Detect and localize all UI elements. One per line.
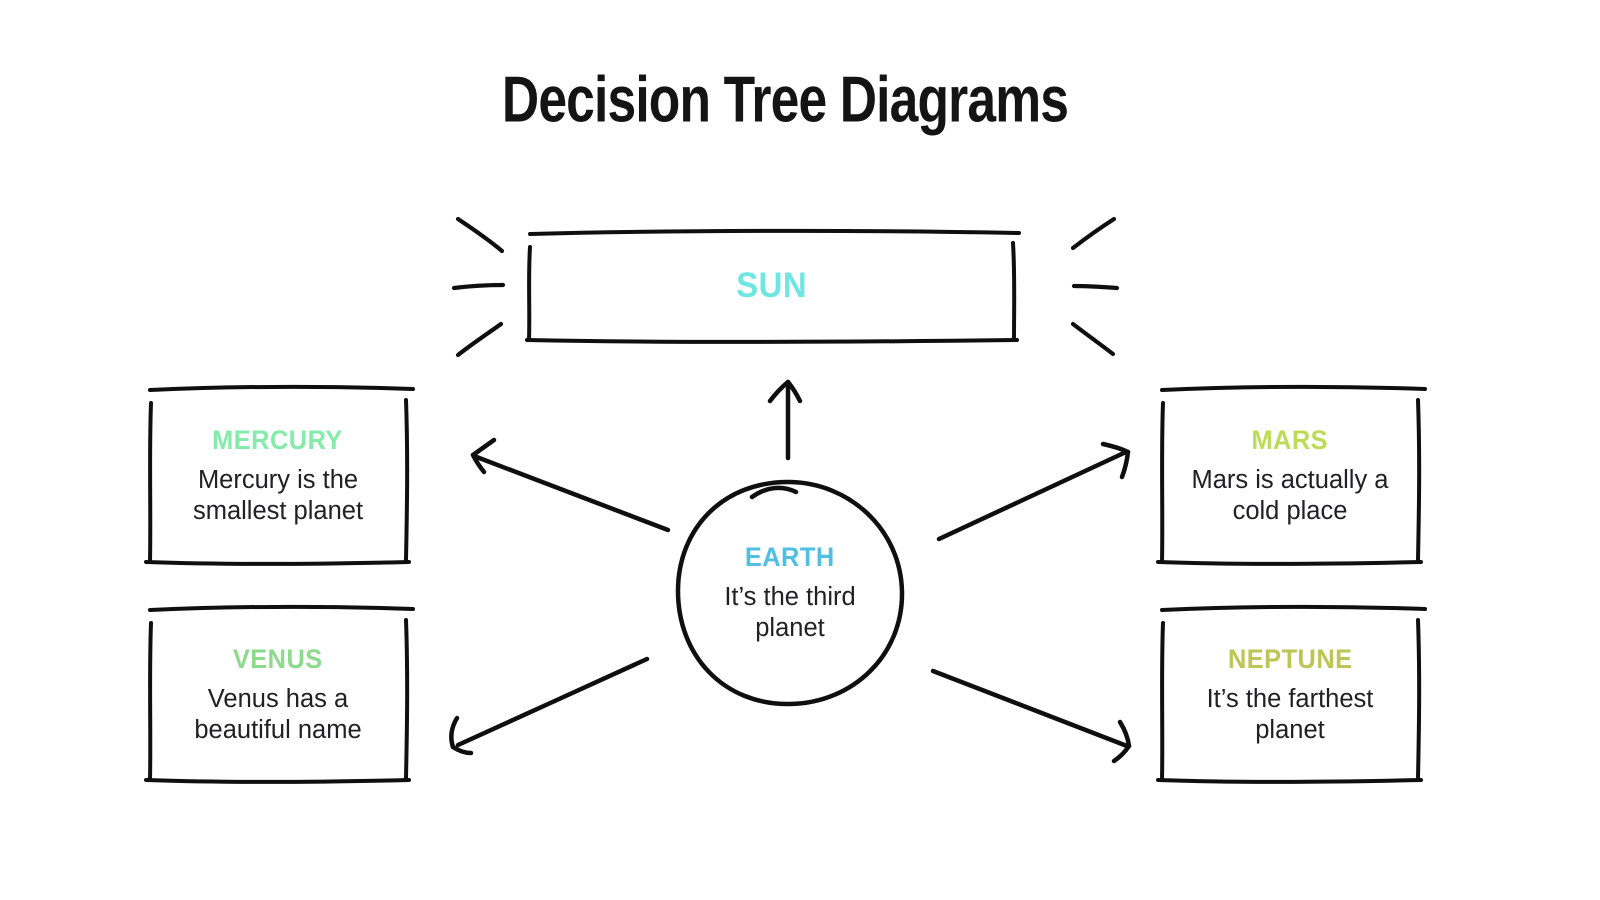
mercury-description-line: Mercury is the <box>197 466 359 494</box>
arrow-earth-venus <box>449 656 650 756</box>
earth-label: EARTH <box>745 542 835 572</box>
mercury-box-outline <box>144 384 415 566</box>
page-title: Decision Tree Diagrams <box>501 63 1069 136</box>
arrow-earth-mars <box>936 441 1131 542</box>
earth-description: It’s the third planet <box>724 582 855 644</box>
mars-description-line: cold place <box>1232 497 1348 525</box>
arrow-earth-sun <box>767 379 803 461</box>
node-mercury[interactable]: MERCURY Mercury is the smallest planet <box>150 390 406 562</box>
sun-rays-left-icon <box>451 216 506 358</box>
venus-label: VENUS <box>233 644 323 674</box>
mars-description-line: Mars is actually a <box>1191 466 1389 494</box>
venus-description: Venus has a beautiful name <box>194 684 361 746</box>
sun-ray <box>455 216 505 254</box>
neptune-description: It’s the farthest planet <box>1207 684 1374 746</box>
sun-ray <box>1071 283 1120 291</box>
node-earth[interactable]: EARTH It’s the third planet <box>680 484 900 702</box>
earth-circle-doodle <box>749 485 799 500</box>
sun-ray <box>1070 321 1116 357</box>
mars-description: Mars is actually a cold place <box>1192 465 1389 527</box>
neptune-description-line: planet <box>1255 716 1325 744</box>
node-mars[interactable]: MARS Mars is actually a cold place <box>1162 390 1418 562</box>
node-sun[interactable]: SUN <box>529 233 1015 339</box>
mars-box-outline <box>1156 384 1427 566</box>
earth-description-line: It’s the third <box>724 583 856 611</box>
arrow-earth-mercury <box>470 437 671 533</box>
sun-box-outline <box>525 228 1021 344</box>
mercury-label: MERCURY <box>212 425 344 455</box>
neptune-label: NEPTUNE <box>1227 644 1353 674</box>
node-venus[interactable]: VENUS Venus has a beautiful name <box>150 610 406 780</box>
sun-ray <box>1070 216 1117 251</box>
venus-description-line: beautiful name <box>194 716 362 744</box>
node-neptune[interactable]: NEPTUNE It’s the farthest planet <box>1162 610 1418 780</box>
neptune-box-outline <box>1156 604 1427 784</box>
sun-ray <box>451 282 506 291</box>
sun-rays-right-icon <box>1070 216 1120 357</box>
arrow-earth-neptune <box>930 668 1132 764</box>
sun-ray <box>455 321 504 358</box>
earth-circle-outline <box>675 479 905 707</box>
earth-description-line: planet <box>755 614 825 642</box>
venus-description-line: Venus has a <box>207 685 349 713</box>
neptune-description-line: It’s the farthest <box>1206 685 1374 713</box>
mercury-description: Mercury is the smallest planet <box>193 465 363 527</box>
mars-label: MARS <box>1251 425 1329 455</box>
mercury-description-line: smallest planet <box>192 497 364 525</box>
sun-label: SUN <box>736 266 808 305</box>
venus-box-outline <box>144 604 415 784</box>
